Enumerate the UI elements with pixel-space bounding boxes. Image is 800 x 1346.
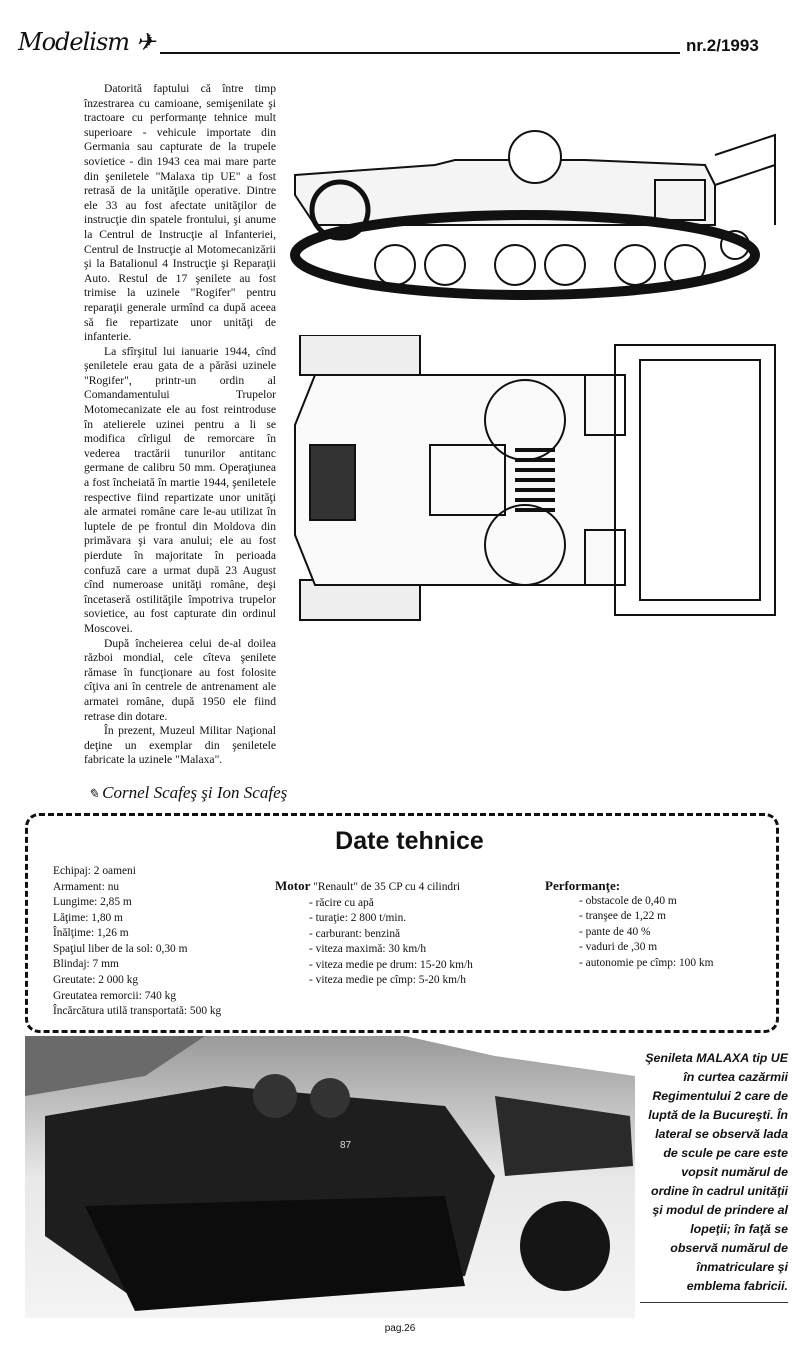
byline: ✎ Cornel Scafeş şi Ion Scafeş — [88, 782, 800, 805]
paragraph: După încheierea celui de-al doilea războ… — [84, 636, 276, 723]
article-body: Datorită faptului că între timp înzestra… — [84, 82, 276, 768]
photo-section: 87 Şenileta MALAXA tip UE în curtea cază… — [0, 1035, 800, 1318]
paragraph: Datorită faptului că între timp înzestra… — [84, 82, 276, 344]
performance-heading: Performanţe: — [545, 877, 621, 893]
caption-rule — [640, 1301, 788, 1303]
page-number: pag.26 — [384, 1322, 416, 1334]
motor-desc: "Renault" de 35 CP cu 4 cilindri — [313, 880, 461, 893]
spec-item: - vaduri de ,30 m — [579, 941, 658, 954]
spec-item: - pante de 40 % — [579, 925, 651, 938]
pen-icon: ✎ — [88, 785, 103, 801]
airplane-icon: ✈ — [135, 28, 156, 56]
page-header: Modelism ✈ nr.2/1993 — [0, 0, 800, 82]
caption-block: Şenileta MALAXA tip UE în curtea cazărmi… — [640, 1036, 788, 1303]
box-title: Date tehnice — [335, 826, 484, 855]
spec-columns: Echipaj: 2 oameni Armament: nu Lungime: … — [53, 864, 766, 1020]
spec-item: - viteza medie pe cîmp: 5-20 km/h — [309, 974, 466, 987]
spec-item: Blindaj: 7 mm — [53, 958, 119, 971]
drawings — [285, 82, 785, 635]
technical-data-box: Date tehnice Echipaj: 2 oameni Armament:… — [25, 812, 779, 1033]
spec-item: Înălţime: 1,26 m — [53, 927, 129, 940]
magazine-logo: Modelism ✈ — [18, 28, 156, 56]
spec-item: - obstacole de 0,40 m — [579, 894, 677, 907]
spec-item: Greutatea remorcii: 740 kg — [53, 989, 177, 1002]
spec-item: Armament: nu — [53, 880, 120, 893]
spec-item: Greutate: 2 000 kg — [53, 974, 139, 987]
spec-item: - tranşee de 1,22 m — [579, 910, 666, 923]
spec-item: - viteza maximă: 30 km/h — [309, 943, 427, 956]
spec-item: Lăţime: 1,80 m — [53, 911, 123, 924]
article-section: Datorită faptului că între timp înzestra… — [0, 82, 800, 768]
spec-item: - autonomie pe cîmp: 100 km — [579, 956, 714, 969]
spec-item: - răcire cu apă — [309, 896, 374, 909]
spec-item: Încărcătura utilă transportată: 500 kg — [53, 1005, 222, 1018]
logo-text: Modelism — [18, 28, 130, 56]
top-view-drawing — [294, 335, 776, 621]
photo-caption: Şenileta MALAXA tip UE în curtea cazărmi… — [645, 1050, 788, 1293]
motor-heading: Motor — [275, 877, 311, 893]
spec-item: - turaţie: 2 800 t/min. — [309, 912, 407, 925]
spec-item: Lungime: 2,85 m — [53, 896, 132, 909]
spec-item: Echipaj: 2 oameni — [53, 864, 136, 877]
tank-photo: 87 — [25, 1035, 635, 1318]
issue-number: nr.2/1993 — [686, 36, 759, 55]
author-names: Cornel Scafeş şi Ion Scafeş — [102, 782, 288, 802]
motor-specs: Motor "Renault" de 35 CP cu 4 cilindri -… — [275, 864, 545, 989]
performance-specs: Performanţe: - obstacole de 0,40 m - tra… — [545, 864, 766, 972]
paragraph: În prezent, Muzeul Militar Naţional deţi… — [84, 724, 276, 767]
spec-item: Spaţiul liber de la sol: 0,30 m — [53, 942, 188, 955]
spec-item: - viteza medie pe drum: 15-20 km/h — [309, 958, 473, 971]
paragraph: La sfîrşitul lui ianuarie 1944, cînd şen… — [84, 344, 276, 635]
road-wheels — [309, 179, 750, 286]
spec-item: - carburant: benzină — [309, 927, 401, 940]
header-rule — [160, 52, 680, 54]
side-view-drawing — [290, 130, 776, 300]
general-specs: Echipaj: 2 oameni Armament: nu Lungime: … — [53, 864, 275, 1020]
photo-plate-number: 87 — [340, 1140, 352, 1151]
